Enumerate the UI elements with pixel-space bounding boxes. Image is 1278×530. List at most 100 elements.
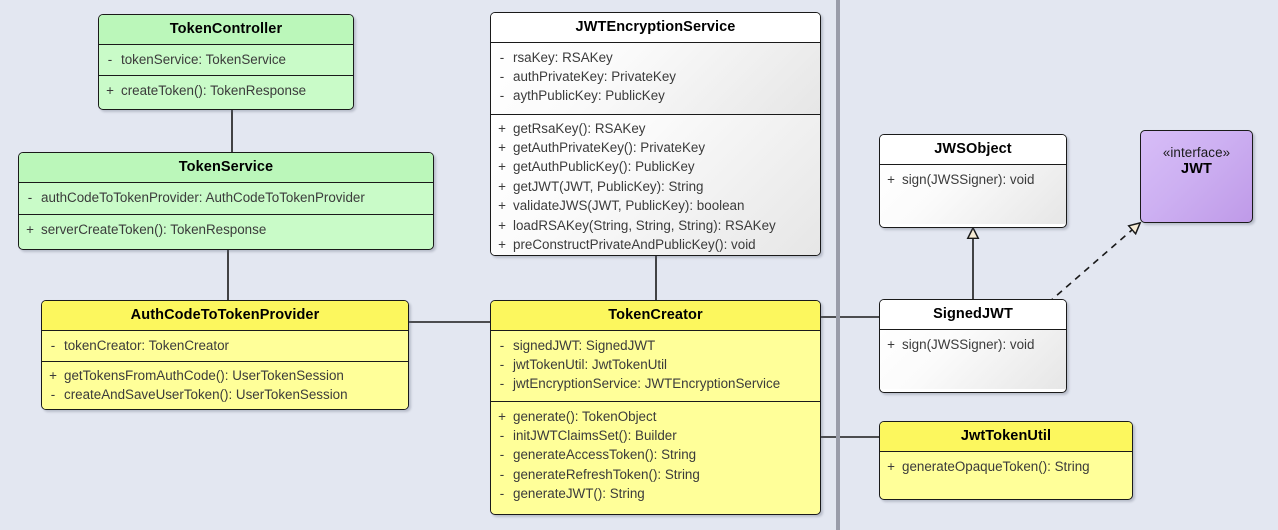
operations-compartment-tokencontroller: + createToken(): TokenResponse xyxy=(99,74,353,107)
class-box-tokenservice[interactable]: TokenService - authCodeToTokenProvider: … xyxy=(18,152,434,250)
attributes-compartment-tokenservice: - authCodeToTokenProvider: AuthCodeToTok… xyxy=(19,181,433,214)
class-name-jwsobject: JWSObject xyxy=(880,135,1066,164)
member-text: jwtTokenUtil: JwtTokenUtil xyxy=(513,357,668,373)
class-name-tokencontroller: TokenController xyxy=(99,15,353,44)
connector-signedjwt-jwt-realization xyxy=(1047,223,1140,304)
visibility-marker: + xyxy=(498,237,506,253)
attribute-row: - jwtTokenUtil: JwtTokenUtil xyxy=(491,355,820,374)
operation-row: - generateAccessToken(): String xyxy=(491,445,820,464)
attribute-row: - signedJWT: SignedJWT xyxy=(491,336,820,355)
operations-compartment-authcodetotokenprovider: + getTokensFromAuthCode(): UserTokenSess… xyxy=(42,360,408,409)
operation-row: + validateJWS(JWT, PublicKey): boolean xyxy=(491,196,820,215)
visibility-marker: + xyxy=(498,140,506,156)
member-text: getJWT(JWT, PublicKey): String xyxy=(513,178,704,194)
class-box-jwt-interface[interactable]: «interface» JWT xyxy=(1140,130,1253,223)
operation-row: + generate(): TokenObject xyxy=(491,407,820,426)
visibility-marker: + xyxy=(498,217,506,233)
operation-row: + sign(JWSSigner): void xyxy=(880,335,1066,354)
visibility-marker: + xyxy=(498,198,506,214)
attributes-compartment-authcodetotokenprovider: - tokenCreator: TokenCreator xyxy=(42,329,408,361)
class-name-signedjwt: SignedJWT xyxy=(880,300,1066,329)
attributes-compartment-tokencreator: - signedJWT: SignedJWT - jwtTokenUtil: J… xyxy=(491,329,820,401)
attribute-row: - tokenCreator: TokenCreator xyxy=(42,336,408,355)
member-text: createToken(): TokenResponse xyxy=(121,82,307,98)
operations-compartment-jwttokenutil: + generateOpaqueToken(): String xyxy=(880,450,1132,496)
operation-row: + getAuthPrivateKey(): PrivateKey xyxy=(491,138,820,157)
operation-row: - initJWTClaimsSet(): Builder xyxy=(491,426,820,445)
visibility-marker: + xyxy=(498,159,506,175)
operation-row: + getAuthPublicKey(): PublicKey xyxy=(491,157,820,176)
operation-row: - generateJWT(): String xyxy=(491,484,820,503)
operation-row: + preConstructPrivateAndPublicKey(): voi… xyxy=(491,235,820,254)
visibility-marker: + xyxy=(498,120,506,136)
member-text: getTokensFromAuthCode(): UserTokenSessio… xyxy=(64,367,344,383)
operation-row: - createAndSaveUserToken(): UserTokenSes… xyxy=(42,385,408,404)
member-text: getRsaKey(): RSAKey xyxy=(513,120,646,136)
class-name-jwtencryptionservice: JWTEncryptionService xyxy=(491,13,820,42)
member-text: getAuthPublicKey(): PublicKey xyxy=(513,159,695,175)
class-name-jwt-interface: «interface» JWT xyxy=(1141,131,1252,184)
class-box-jwsobject[interactable]: JWSObject + sign(JWSSigner): void xyxy=(879,134,1067,228)
member-text: signedJWT: SignedJWT xyxy=(513,337,656,353)
interface-title: JWT xyxy=(1181,161,1212,178)
member-text: authCodeToTokenProvider: AuthCodeToToken… xyxy=(41,189,365,205)
member-text: getAuthPrivateKey(): PrivateKey xyxy=(513,140,706,156)
member-text: sign(JWSSigner): void xyxy=(902,171,1035,187)
visibility-marker: - xyxy=(499,88,505,104)
operation-row: + serverCreateToken(): TokenResponse xyxy=(19,220,433,239)
visibility-marker: - xyxy=(50,337,56,353)
member-text: serverCreateToken(): TokenResponse xyxy=(41,221,267,237)
member-text: aythPublicKey: PublicKey xyxy=(513,88,665,104)
class-box-tokencreator[interactable]: TokenCreator - signedJWT: SignedJWT - jw… xyxy=(490,300,821,515)
attribute-row: - jwtEncryptionService: JWTEncryptionSer… xyxy=(491,374,820,393)
member-text: generateOpaqueToken(): String xyxy=(902,458,1090,474)
member-text: generateRefreshToken(): String xyxy=(513,466,700,482)
member-text: createAndSaveUserToken(): UserTokenSessi… xyxy=(64,387,348,403)
class-name-tokencreator: TokenCreator xyxy=(491,301,820,330)
visibility-marker: - xyxy=(499,49,505,65)
member-text: loadRSAKey(String, String, String): RSAK… xyxy=(513,217,776,233)
visibility-marker: - xyxy=(499,337,505,353)
attribute-row: - tokenService: TokenService xyxy=(99,50,353,69)
attributes-compartment-tokencontroller: - tokenService: TokenService xyxy=(99,43,353,75)
visibility-marker: + xyxy=(498,178,506,194)
member-text: validateJWS(JWT, PublicKey): boolean xyxy=(513,198,745,214)
member-text: authPrivateKey: PrivateKey xyxy=(513,69,677,85)
visibility-marker: - xyxy=(27,189,33,205)
class-name-tokenservice: TokenService xyxy=(19,153,433,182)
class-box-authcodetotokenprovider[interactable]: AuthCodeToTokenProvider - tokenCreator: … xyxy=(41,300,409,410)
attribute-row: - authPrivateKey: PrivateKey xyxy=(491,67,820,86)
operation-row: + getJWT(JWT, PublicKey): String xyxy=(491,177,820,196)
attribute-row: - aythPublicKey: PublicKey xyxy=(491,86,820,105)
visibility-marker: - xyxy=(499,357,505,373)
member-text: generateJWT(): String xyxy=(513,486,645,502)
class-box-tokencontroller[interactable]: TokenController - tokenService: TokenSer… xyxy=(98,14,354,110)
visibility-marker: + xyxy=(498,408,506,424)
visibility-marker: + xyxy=(887,336,895,352)
visibility-marker: - xyxy=(499,447,505,463)
operations-compartment-tokenservice: + serverCreateToken(): TokenResponse xyxy=(19,213,433,247)
visibility-marker: - xyxy=(499,486,505,502)
class-name-authcodetotokenprovider: AuthCodeToTokenProvider xyxy=(42,301,408,330)
member-text: tokenService: TokenService xyxy=(121,51,286,67)
operations-compartment-jwtencryptionservice: + getRsaKey(): RSAKey + getAuthPrivateKe… xyxy=(491,113,820,255)
visibility-marker: + xyxy=(49,367,57,383)
member-text: sign(JWSSigner): void xyxy=(902,336,1035,352)
member-text: generateAccessToken(): String xyxy=(513,447,697,463)
visibility-marker: - xyxy=(499,69,505,85)
visibility-marker: - xyxy=(107,51,113,67)
operations-compartment-tokencreator: + generate(): TokenObject - initJWTClaim… xyxy=(491,400,820,512)
class-box-signedjwt[interactable]: SignedJWT + sign(JWSSigner): void xyxy=(879,299,1067,393)
class-box-jwttokenutil[interactable]: JwtTokenUtil + generateOpaqueToken(): St… xyxy=(879,421,1133,500)
member-text: initJWTClaimsSet(): Builder xyxy=(513,428,677,444)
attribute-row: - authCodeToTokenProvider: AuthCodeToTok… xyxy=(19,188,433,207)
class-box-jwtencryptionservice[interactable]: JWTEncryptionService - rsaKey: RSAKey - … xyxy=(490,12,821,256)
visibility-marker: - xyxy=(499,376,505,392)
operation-row: + createToken(): TokenResponse xyxy=(99,81,353,100)
panel-divider xyxy=(836,0,840,530)
operation-row: - generateRefreshToken(): String xyxy=(491,465,820,484)
operation-row: + getRsaKey(): RSAKey xyxy=(491,119,820,138)
operation-row: + getTokensFromAuthCode(): UserTokenSess… xyxy=(42,366,408,385)
operation-row: + generateOpaqueToken(): String xyxy=(880,457,1132,476)
